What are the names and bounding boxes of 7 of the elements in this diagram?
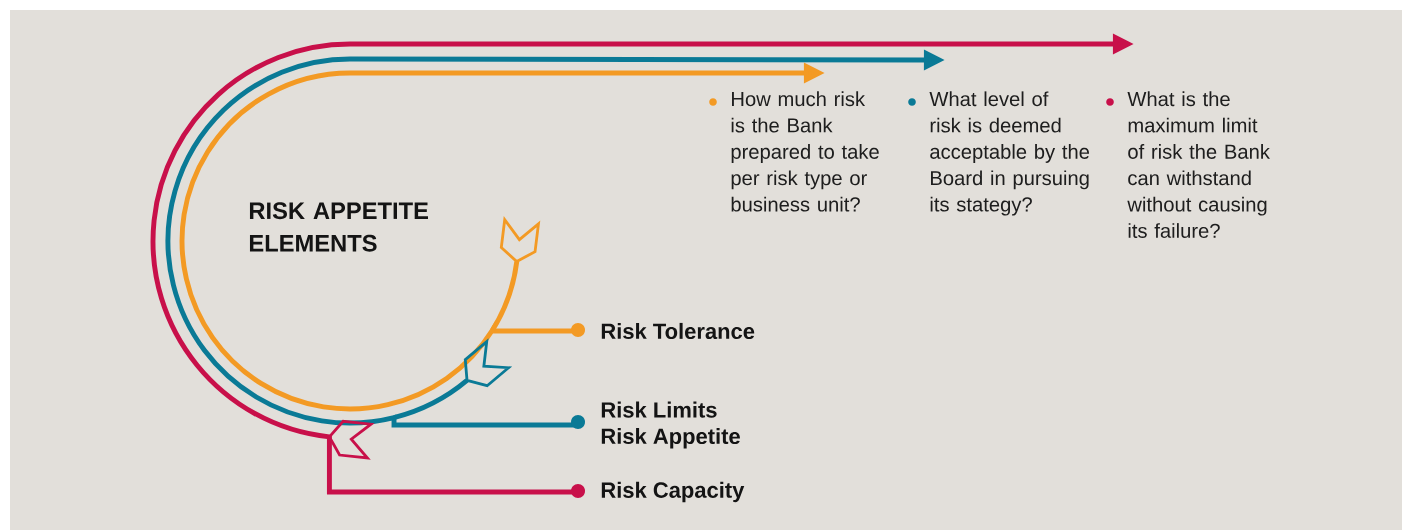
question-text: How much risk is the Bank prepared to take per risk type or business unit? <box>731 91 879 212</box>
element-label: Risk Capacity <box>601 481 745 503</box>
element-label: Risk Tolerance <box>601 322 755 340</box>
element-label: Risk Limits Risk Appetite <box>601 401 740 449</box>
question-text: What level of risk is deemed acceptable by the Board in pursuing its stategy? <box>929 91 1090 216</box>
title: RISK APPETITE ELEMENTS <box>249 202 428 252</box>
question-text: What is the maximum limit of risk the Bank can withstand without causing its failure? <box>1127 91 1270 238</box>
